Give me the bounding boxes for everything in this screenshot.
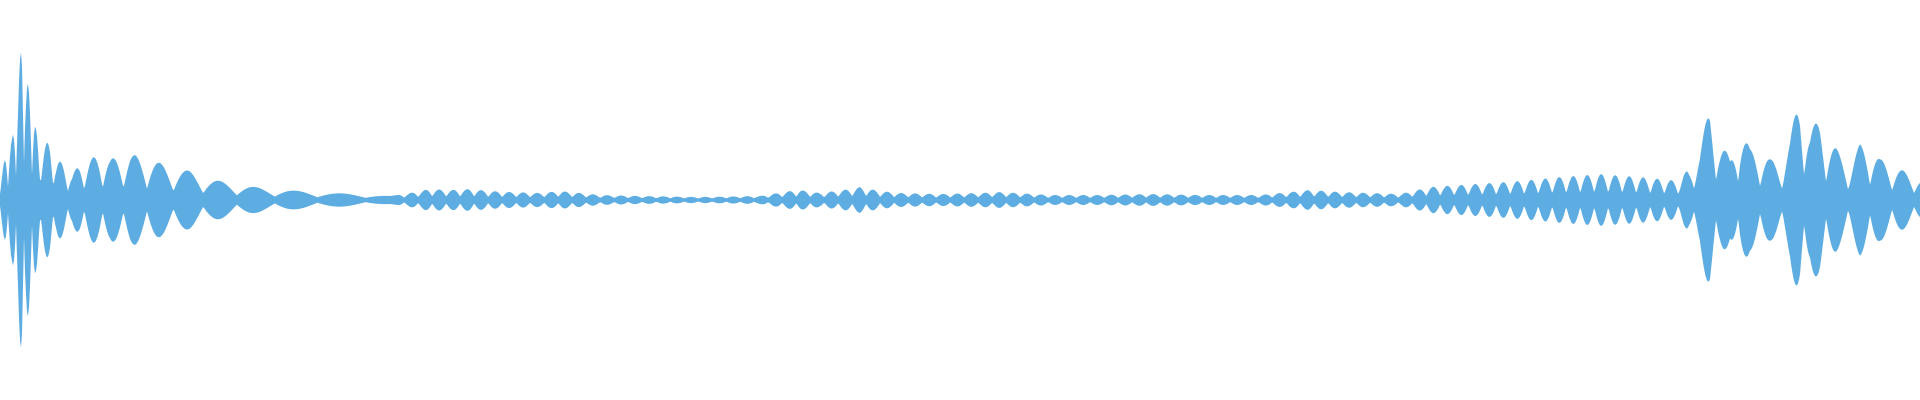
waveform-shape	[0, 52, 1920, 348]
